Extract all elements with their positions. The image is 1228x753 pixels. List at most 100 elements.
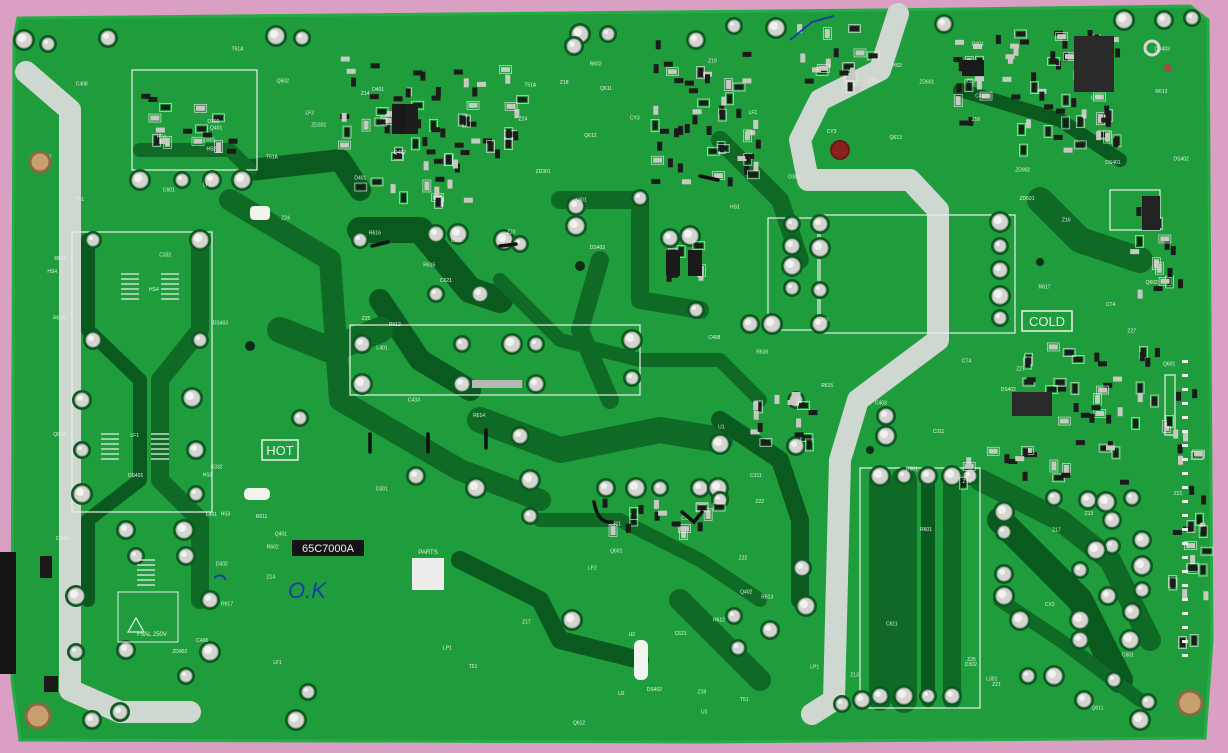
svg-text:T51: T51 [740,697,749,703]
svg-text:DS403: DS403 [213,321,229,327]
svg-text:D401: D401 [372,87,384,93]
svg-text:C621: C621 [675,631,687,637]
svg-text:HS4: HS4 [47,269,57,275]
svg-text:D302: D302 [965,662,977,668]
svg-text:Z25: Z25 [362,316,371,322]
svg-text:C311: C311 [750,473,762,479]
svg-text:LF2: LF2 [203,182,212,188]
svg-text:DS401: DS401 [1105,160,1121,166]
svg-text:ZD902: ZD902 [172,649,187,655]
black-marker-marks [368,174,720,525]
svg-text:CT4: CT4 [868,78,878,84]
svg-text:T51A: T51A [524,83,537,89]
svg-text:R615: R615 [423,262,435,268]
svg-text:R611: R611 [256,514,268,520]
svg-text:Q601: Q601 [610,549,622,555]
svg-text:ZD601: ZD601 [919,80,934,86]
cold-label: COLD [1021,310,1073,332]
svg-text:L401: L401 [206,512,217,518]
svg-text:D401: D401 [354,175,366,181]
svg-text:C433: C433 [817,317,829,323]
svg-text:T51: T51 [76,197,85,203]
svg-text:Q401: Q401 [210,125,222,131]
svg-text:Z16: Z16 [971,117,980,123]
svg-text:L301: L301 [986,676,997,682]
svg-text:HS4: HS4 [149,287,159,293]
svg-text:ZD301: ZD301 [536,169,551,175]
svg-text:CY3: CY3 [630,116,640,122]
svg-text:Z17: Z17 [522,619,531,625]
svg-text:Q601: Q601 [1163,362,1175,368]
svg-text:Z27: Z27 [1127,328,1136,334]
svg-text:C433: C433 [408,397,420,403]
svg-text:HS3: HS3 [221,512,231,518]
svg-text:LP1: LP1 [443,645,452,651]
svg-text:Z22: Z22 [739,555,748,561]
svg-text:DS402: DS402 [1174,157,1190,163]
svg-text:U2: U2 [629,632,636,638]
svg-text:Z22: Z22 [755,499,764,505]
svg-text:CT4: CT4 [962,359,972,365]
ink-marks [213,15,835,581]
svg-text:Q611: Q611 [600,86,612,92]
svg-text:C311: C311 [933,429,945,435]
svg-text:CY3: CY3 [827,129,837,135]
svg-text:CT4: CT4 [1106,302,1116,308]
svg-text:Q611: Q611 [1092,706,1104,712]
svg-text:DS401: DS401 [56,536,72,542]
svg-text:ZD902: ZD902 [1015,167,1030,173]
parts-label-box [412,558,444,590]
svg-text:C408: C408 [708,335,720,341]
svg-text:R611: R611 [54,256,66,262]
svg-text:R601: R601 [920,527,932,533]
svg-text:LF2: LF2 [305,110,314,116]
solder-pads [13,9,1201,731]
svg-text:R615: R615 [821,383,833,389]
mounting-holes [24,39,1204,730]
svg-text:Z14: Z14 [267,575,276,581]
svg-text:T51A: T51A [231,47,244,53]
svg-text:Z25: Z25 [967,657,976,663]
svg-text:C403: C403 [455,382,467,388]
svg-text:LP1: LP1 [993,297,1002,303]
svg-text:C601: C601 [163,187,175,193]
svg-text:Z19: Z19 [708,59,717,65]
svg-text:R613: R613 [1155,89,1167,95]
hot-label: HOT [261,439,299,461]
svg-text:Z27: Z27 [1016,367,1025,373]
model-label-text: 65C7000A [302,543,355,555]
model-label: 65C7000A [292,540,364,556]
svg-text:Z21: Z21 [992,682,1001,688]
silkscreen-outlines [71,69,1176,709]
svg-text:T51: T51 [469,664,478,670]
svg-text:C611: C611 [451,238,463,244]
svg-text:R616: R616 [369,231,381,237]
left-connector [0,552,58,692]
svg-text:Q613: Q613 [890,135,902,141]
svg-text:Z13: Z13 [850,672,859,678]
svg-text:HS1: HS1 [157,135,167,141]
svg-text:Z14: Z14 [361,91,370,97]
svg-text:HS1: HS1 [730,204,740,210]
svg-text:LF1: LF1 [130,433,139,439]
svg-text:HS2: HS2 [206,147,216,153]
svg-text:C611: C611 [886,622,898,628]
svg-text:R614: R614 [473,413,485,419]
svg-text:R612: R612 [713,618,725,624]
svg-text:LP1: LP1 [810,664,819,670]
svg-text:R617: R617 [1038,284,1050,290]
svg-text:Z17: Z17 [1052,528,1061,534]
svg-text:Q613: Q613 [53,432,65,438]
svg-text:HS2: HS2 [203,473,213,479]
svg-text:Z18: Z18 [698,689,707,695]
handwritten-ok: O.K [288,578,327,603]
svg-text:R602: R602 [267,544,279,550]
svg-text:Q602: Q602 [277,78,289,84]
svg-text:Q402: Q402 [394,150,406,156]
svg-text:HS3: HS3 [892,63,902,69]
svg-text:T51A: T51A [266,155,279,161]
svg-text:C332: C332 [211,465,223,471]
fuse-rating-text: F5AL 250V [137,632,167,638]
svg-text:R612: R612 [389,322,401,328]
